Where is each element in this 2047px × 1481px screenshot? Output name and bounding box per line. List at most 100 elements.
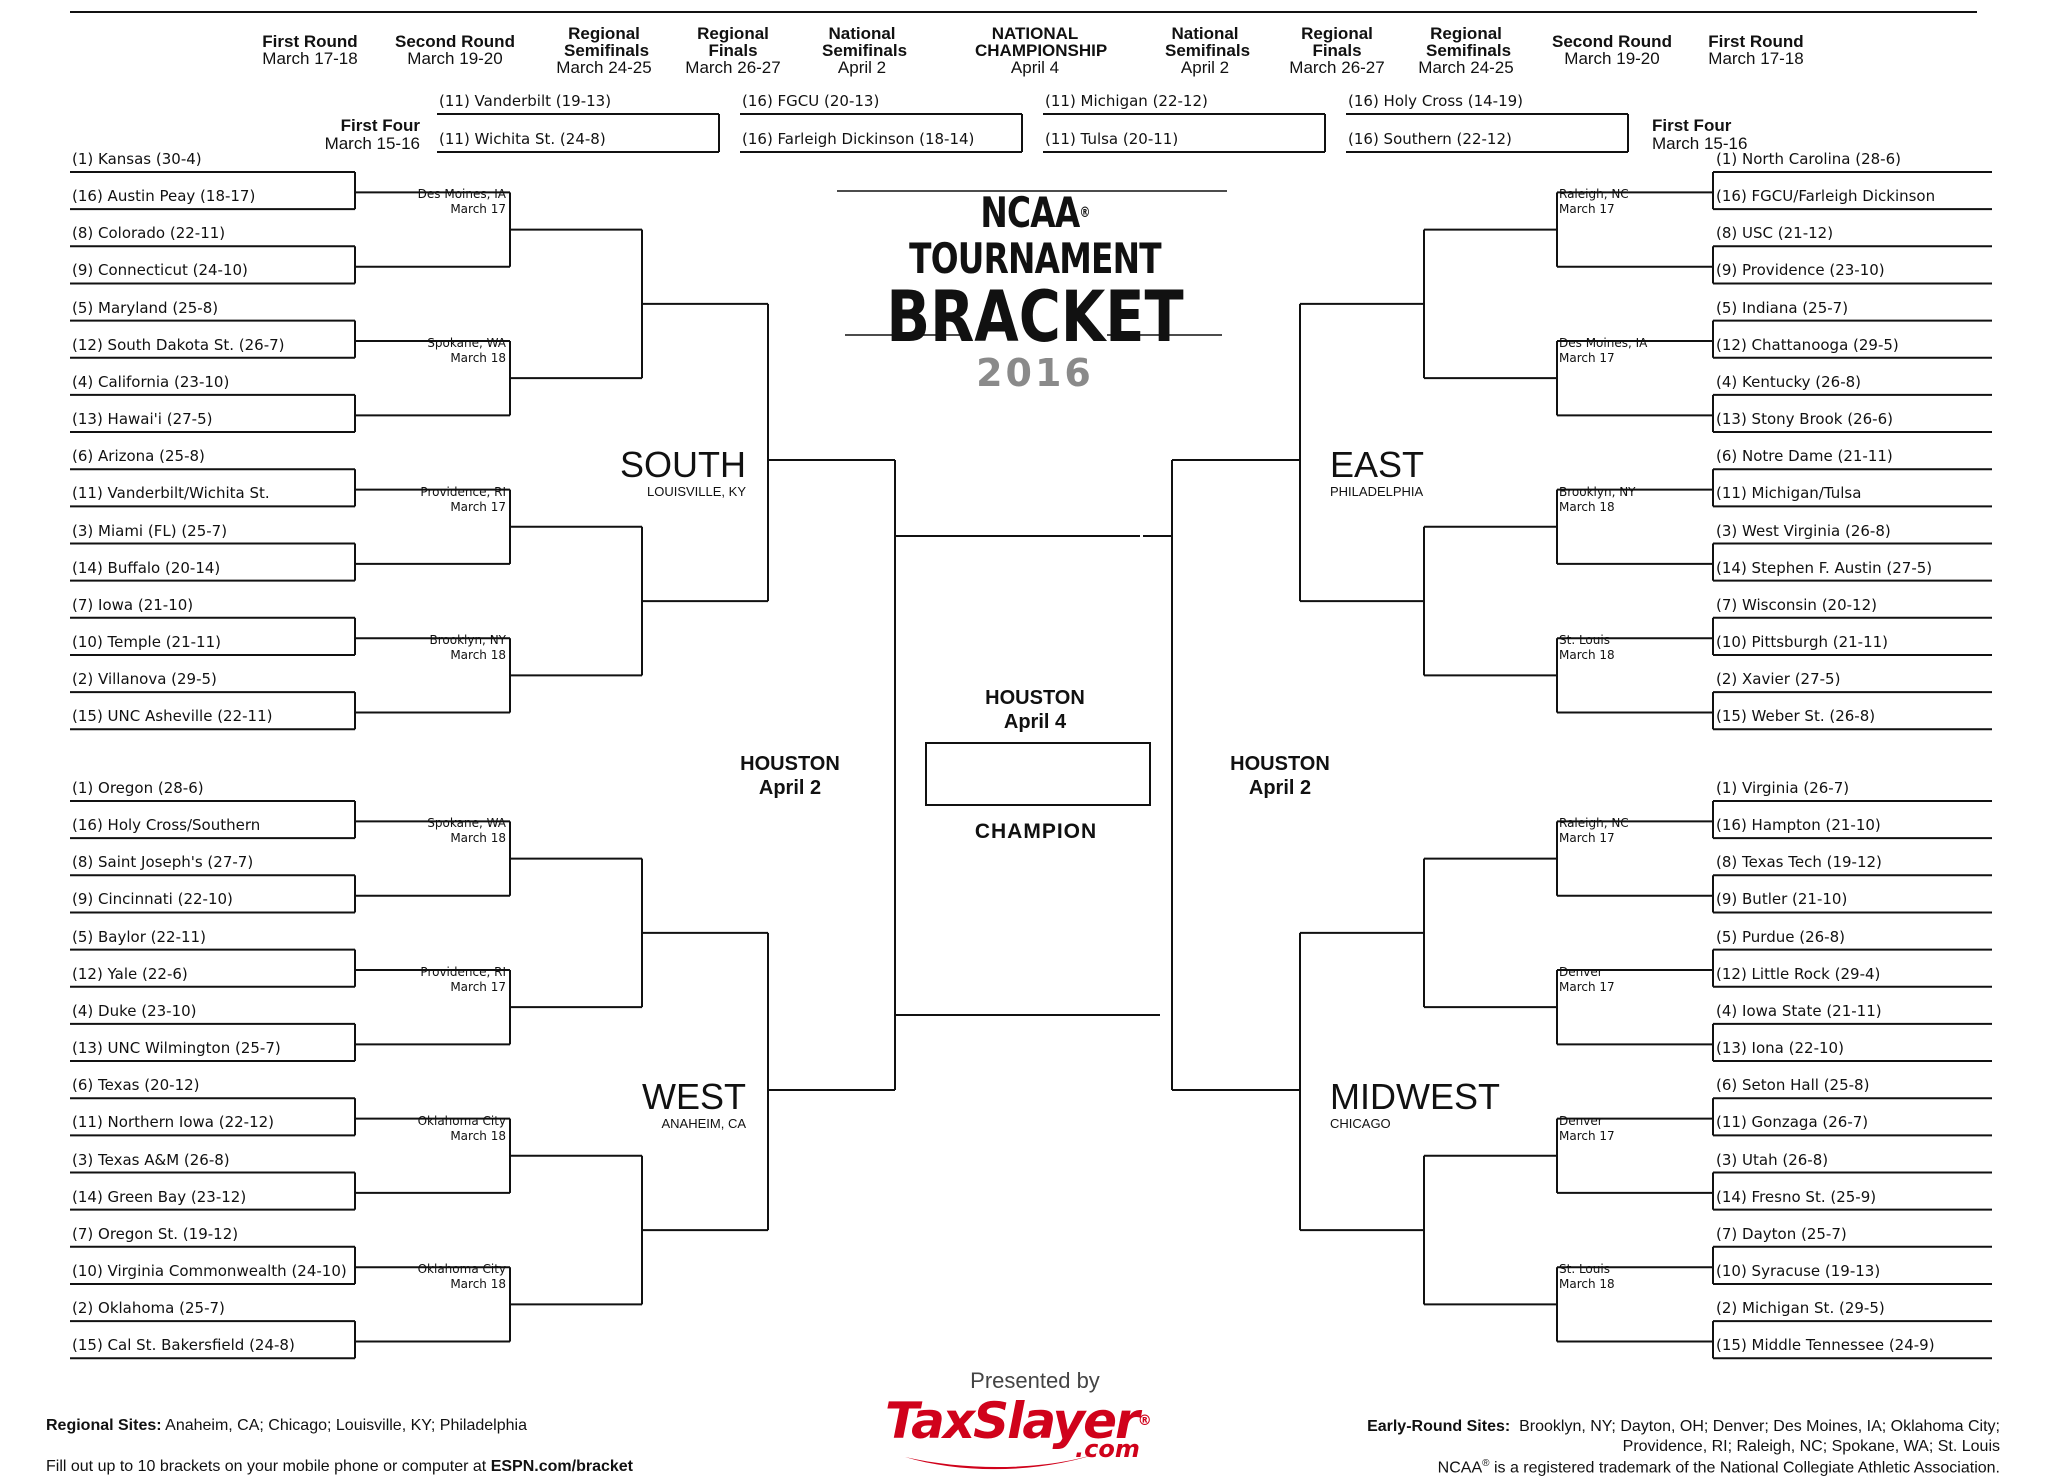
- team-slot[interactable]: (16) FGCU/Farleigh Dickinson: [1716, 187, 1936, 206]
- team-slot[interactable]: (15) Weber St. (26-8): [1716, 707, 1876, 726]
- team-slot[interactable]: (13) Hawai'i (27-5): [72, 410, 213, 429]
- team-slot[interactable]: (16) Hampton (21-10): [1716, 816, 1881, 835]
- region-name: SOUTH: [620, 444, 746, 485]
- round-name: Regional Finals: [1301, 24, 1373, 60]
- round-dates: March 26-27: [1289, 58, 1385, 77]
- team-slot[interactable]: (3) Utah (26-8): [1716, 1150, 1829, 1169]
- team-slot[interactable]: (7) Dayton (25-7): [1716, 1224, 1847, 1243]
- round-dates: April 2: [837, 58, 887, 77]
- team-slot[interactable]: (3) Miami (FL) (25-7): [72, 521, 228, 540]
- team-slot[interactable]: (10) Temple (21-11): [72, 632, 221, 651]
- site-date: March 17: [1559, 202, 1615, 217]
- site-date: March 18: [450, 648, 506, 663]
- team-slot[interactable]: (5) Indiana (25-7): [1716, 298, 1849, 317]
- team-slot[interactable]: (1) North Carolina (28-6): [1716, 150, 1901, 168]
- team-slot[interactable]: (8) Colorado (22-11): [72, 224, 226, 243]
- team-slot[interactable]: (16) Austin Peay (18-17): [72, 187, 256, 206]
- team-slot[interactable]: (3) Texas A&M (26-8): [72, 1150, 230, 1169]
- team-slot[interactable]: (12) Chattanooga (29-5): [1716, 335, 1899, 354]
- team-slot[interactable]: (11) Gonzaga (26-7): [1716, 1113, 1869, 1132]
- team-slot[interactable]: (2) Xavier (27-5): [1716, 670, 1841, 689]
- team-slot[interactable]: (10) Syracuse (19-13): [1716, 1261, 1881, 1280]
- team-slot[interactable]: (2) Michigan St. (29-5): [1716, 1299, 1885, 1318]
- site-date: March 18: [450, 831, 506, 846]
- team-slot[interactable]: (6) Texas (20-12): [72, 1076, 200, 1095]
- site-date: March 18: [450, 1128, 506, 1143]
- team-slot[interactable]: (9) Butler (21-10): [1716, 890, 1848, 909]
- first-four-team: (16) Farleigh Dickinson (18-14): [742, 130, 975, 148]
- team-slot[interactable]: (6) Notre Dame (21-11): [1716, 447, 1893, 466]
- team-slot[interactable]: (10) Pittsburgh (21-11): [1716, 632, 1889, 651]
- site-date: March 17: [450, 980, 506, 995]
- team-slot[interactable]: (4) Duke (23-10): [72, 1001, 197, 1020]
- team-slot[interactable]: (14) Stephen F. Austin (27-5): [1716, 558, 1933, 577]
- team-slot[interactable]: (7) Oregon St. (19-12): [72, 1224, 239, 1243]
- site-date: March 17: [450, 499, 506, 514]
- espn-bracket-link[interactable]: ESPN.com/bracket: [490, 1458, 633, 1475]
- team-slot[interactable]: (4) California (23-10): [72, 372, 230, 391]
- team-slot[interactable]: (15) UNC Asheville (22-11): [72, 707, 273, 726]
- team-slot[interactable]: (5) Baylor (22-11): [72, 927, 206, 946]
- team-slot[interactable]: (12) Yale (22-6): [72, 964, 188, 983]
- logo-bracket-word: BRACKET: [886, 276, 1184, 358]
- team-slot[interactable]: (12) South Dakota St. (26-7): [72, 335, 285, 354]
- site-city: Brooklyn, NY: [1559, 484, 1636, 499]
- footer-early-sites: Early-Round Sites: Brooklyn, NY; Dayton,…: [1367, 1418, 2000, 1455]
- team-slot[interactable]: (13) Stony Brook (26-6): [1716, 410, 1893, 429]
- team-slot[interactable]: (3) West Virginia (26-8): [1716, 521, 1891, 540]
- team-slot[interactable]: (4) Iowa State (21-11): [1716, 1001, 1882, 1020]
- team-slot[interactable]: (16) Holy Cross/Southern: [72, 816, 261, 835]
- team-slot[interactable]: (1) Virginia (26-7): [1716, 779, 1850, 797]
- team-slot[interactable]: (8) Saint Joseph's (27-7): [72, 853, 254, 872]
- team-slot[interactable]: (13) UNC Wilmington (25-7): [72, 1039, 281, 1058]
- team-slot[interactable]: (2) Villanova (29-5): [72, 670, 217, 689]
- team-slot[interactable]: (1) Oregon (28-6): [72, 779, 204, 797]
- site-date: March 18: [450, 1277, 506, 1292]
- team-slot[interactable]: (6) Seton Hall (25-8): [1716, 1076, 1870, 1095]
- team-slot[interactable]: (6) Arizona (25-8): [72, 447, 205, 466]
- team-slot[interactable]: (7) Iowa (21-10): [72, 595, 194, 614]
- team-slot[interactable]: (11) Vanderbilt/Wichita St.: [72, 484, 270, 503]
- team-slot[interactable]: (15) Middle Tennessee (24-9): [1716, 1336, 1935, 1355]
- team-slot[interactable]: (1) Kansas (30-4): [72, 150, 202, 168]
- round-name: National Semifinals: [1165, 24, 1251, 60]
- team-slot[interactable]: (9) Providence (23-10): [1716, 261, 1885, 280]
- team-slot[interactable]: (5) Purdue (26-8): [1716, 927, 1845, 946]
- team-slot[interactable]: (8) USC (21-12): [1716, 224, 1834, 243]
- team-slot[interactable]: (14) Buffalo (20-14): [72, 558, 221, 577]
- team-slot[interactable]: (9) Connecticut (24-10): [72, 261, 248, 280]
- team-slot[interactable]: (14) Fresno St. (25-9): [1716, 1187, 1877, 1206]
- site-city: St. Louis: [1559, 633, 1610, 648]
- team-slot[interactable]: (2) Oklahoma (25-7): [72, 1299, 225, 1318]
- team-slot[interactable]: (13) Iona (22-10): [1716, 1039, 1844, 1058]
- team-slot[interactable]: (9) Cincinnati (22-10): [72, 890, 233, 909]
- team-slot[interactable]: (12) Little Rock (29-4): [1716, 964, 1881, 983]
- champion-box[interactable]: [925, 742, 1151, 806]
- team-slot[interactable]: (11) Michigan/Tulsa: [1716, 484, 1862, 503]
- team-slot[interactable]: (11) Northern Iowa (22-12): [72, 1113, 275, 1132]
- site-city: St. Louis: [1559, 1262, 1610, 1277]
- team-slot[interactable]: (8) Texas Tech (19-12): [1716, 853, 1882, 872]
- round-dates: April 2: [1180, 58, 1230, 77]
- team-slot[interactable]: (14) Green Bay (23-12): [72, 1187, 247, 1206]
- team-slot[interactable]: (5) Maryland (25-8): [72, 298, 219, 317]
- team-slot[interactable]: (4) Kentucky (26-8): [1716, 372, 1862, 391]
- team-slot[interactable]: (7) Wisconsin (20-12): [1716, 595, 1877, 614]
- site-city: Spokane, WA: [427, 336, 506, 351]
- team-slot[interactable]: (15) Cal St. Bakersfield (24-8): [72, 1336, 295, 1355]
- round-name: Regional Semifinals: [564, 24, 650, 60]
- round-dates: March 24-25: [1418, 58, 1514, 77]
- team-slot[interactable]: (10) Virginia Commonwealth (24-10): [72, 1261, 347, 1280]
- round-name: Second Round: [395, 32, 515, 51]
